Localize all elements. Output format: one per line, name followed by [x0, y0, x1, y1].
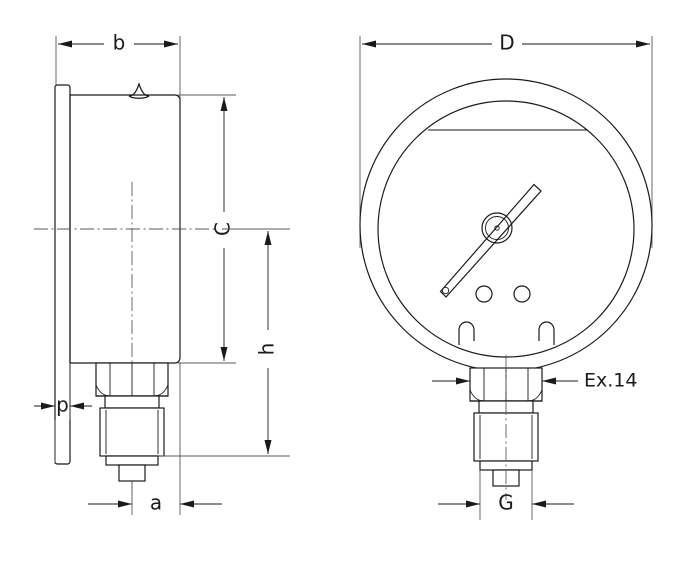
- gauge-case-body: [69, 94, 181, 364]
- dimension-label-p: p: [56, 393, 69, 417]
- p-arrow-right: [70, 402, 84, 410]
- h-arrow-bottom: [264, 440, 272, 454]
- stem-tip: [118, 464, 146, 482]
- dimension-g: G: [438, 491, 574, 515]
- d-arrow-left: [362, 40, 376, 48]
- needle-hub-inner: [485, 216, 509, 240]
- ex14-arrow-left: [456, 377, 470, 385]
- ex14-arrow-right: [542, 377, 556, 385]
- gauge-needle: [439, 183, 542, 298]
- dial-hole-left: [475, 285, 493, 303]
- b-arrow-right: [164, 40, 178, 48]
- dimension-h: h: [255, 231, 279, 454]
- dimension-d: D: [362, 31, 650, 55]
- p-arrow-left: [41, 402, 55, 410]
- mounting-tab-left: [458, 321, 475, 345]
- d-arrow-right: [636, 40, 650, 48]
- stem-collar: [105, 455, 159, 466]
- dimension-a: a: [88, 491, 222, 515]
- side-view-group: b: [34, 31, 290, 515]
- dimension-label-h: h: [255, 343, 279, 356]
- hex-size-label: Ex.14: [584, 370, 637, 392]
- gauge-outer-rim: [359, 78, 653, 372]
- c-arrow-top: [220, 97, 228, 111]
- needle-blade: [439, 183, 542, 298]
- needle-hub-center: [494, 225, 500, 231]
- dimension-b: b: [58, 31, 178, 55]
- gauge-dial-bezel: [377, 100, 635, 358]
- a-arrow-left: [118, 500, 132, 508]
- c-arrow-bottom: [220, 347, 228, 361]
- g-arrow-right: [532, 500, 546, 508]
- pressure-relief-vent-base: [128, 95, 150, 99]
- front-view-group: D: [359, 31, 653, 520]
- pressure-relief-vent: [128, 82, 150, 97]
- dimension-label-a: a: [150, 491, 162, 515]
- needle-tip-hole: [441, 286, 450, 295]
- dimension-c: C: [211, 97, 235, 361]
- threaded-stem-side: [99, 407, 165, 457]
- dimension-label-d: D: [499, 31, 514, 55]
- dimension-label-g: G: [498, 491, 514, 515]
- h-arrow-top: [264, 231, 272, 245]
- dial-hole-right: [513, 285, 531, 303]
- needle-hub-outer: [481, 212, 513, 244]
- hex-size-callout: Ex.14: [432, 370, 637, 392]
- b-arrow-left: [58, 40, 72, 48]
- dimension-p: p: [34, 393, 92, 417]
- hex-nut-side: [95, 362, 169, 397]
- thread-body: [99, 407, 165, 457]
- dimension-label-b: b: [113, 31, 126, 55]
- mounting-tab-right: [538, 321, 555, 345]
- connector-neck: [104, 395, 160, 409]
- a-arrow-right: [180, 500, 194, 508]
- g-arrow-left: [466, 500, 480, 508]
